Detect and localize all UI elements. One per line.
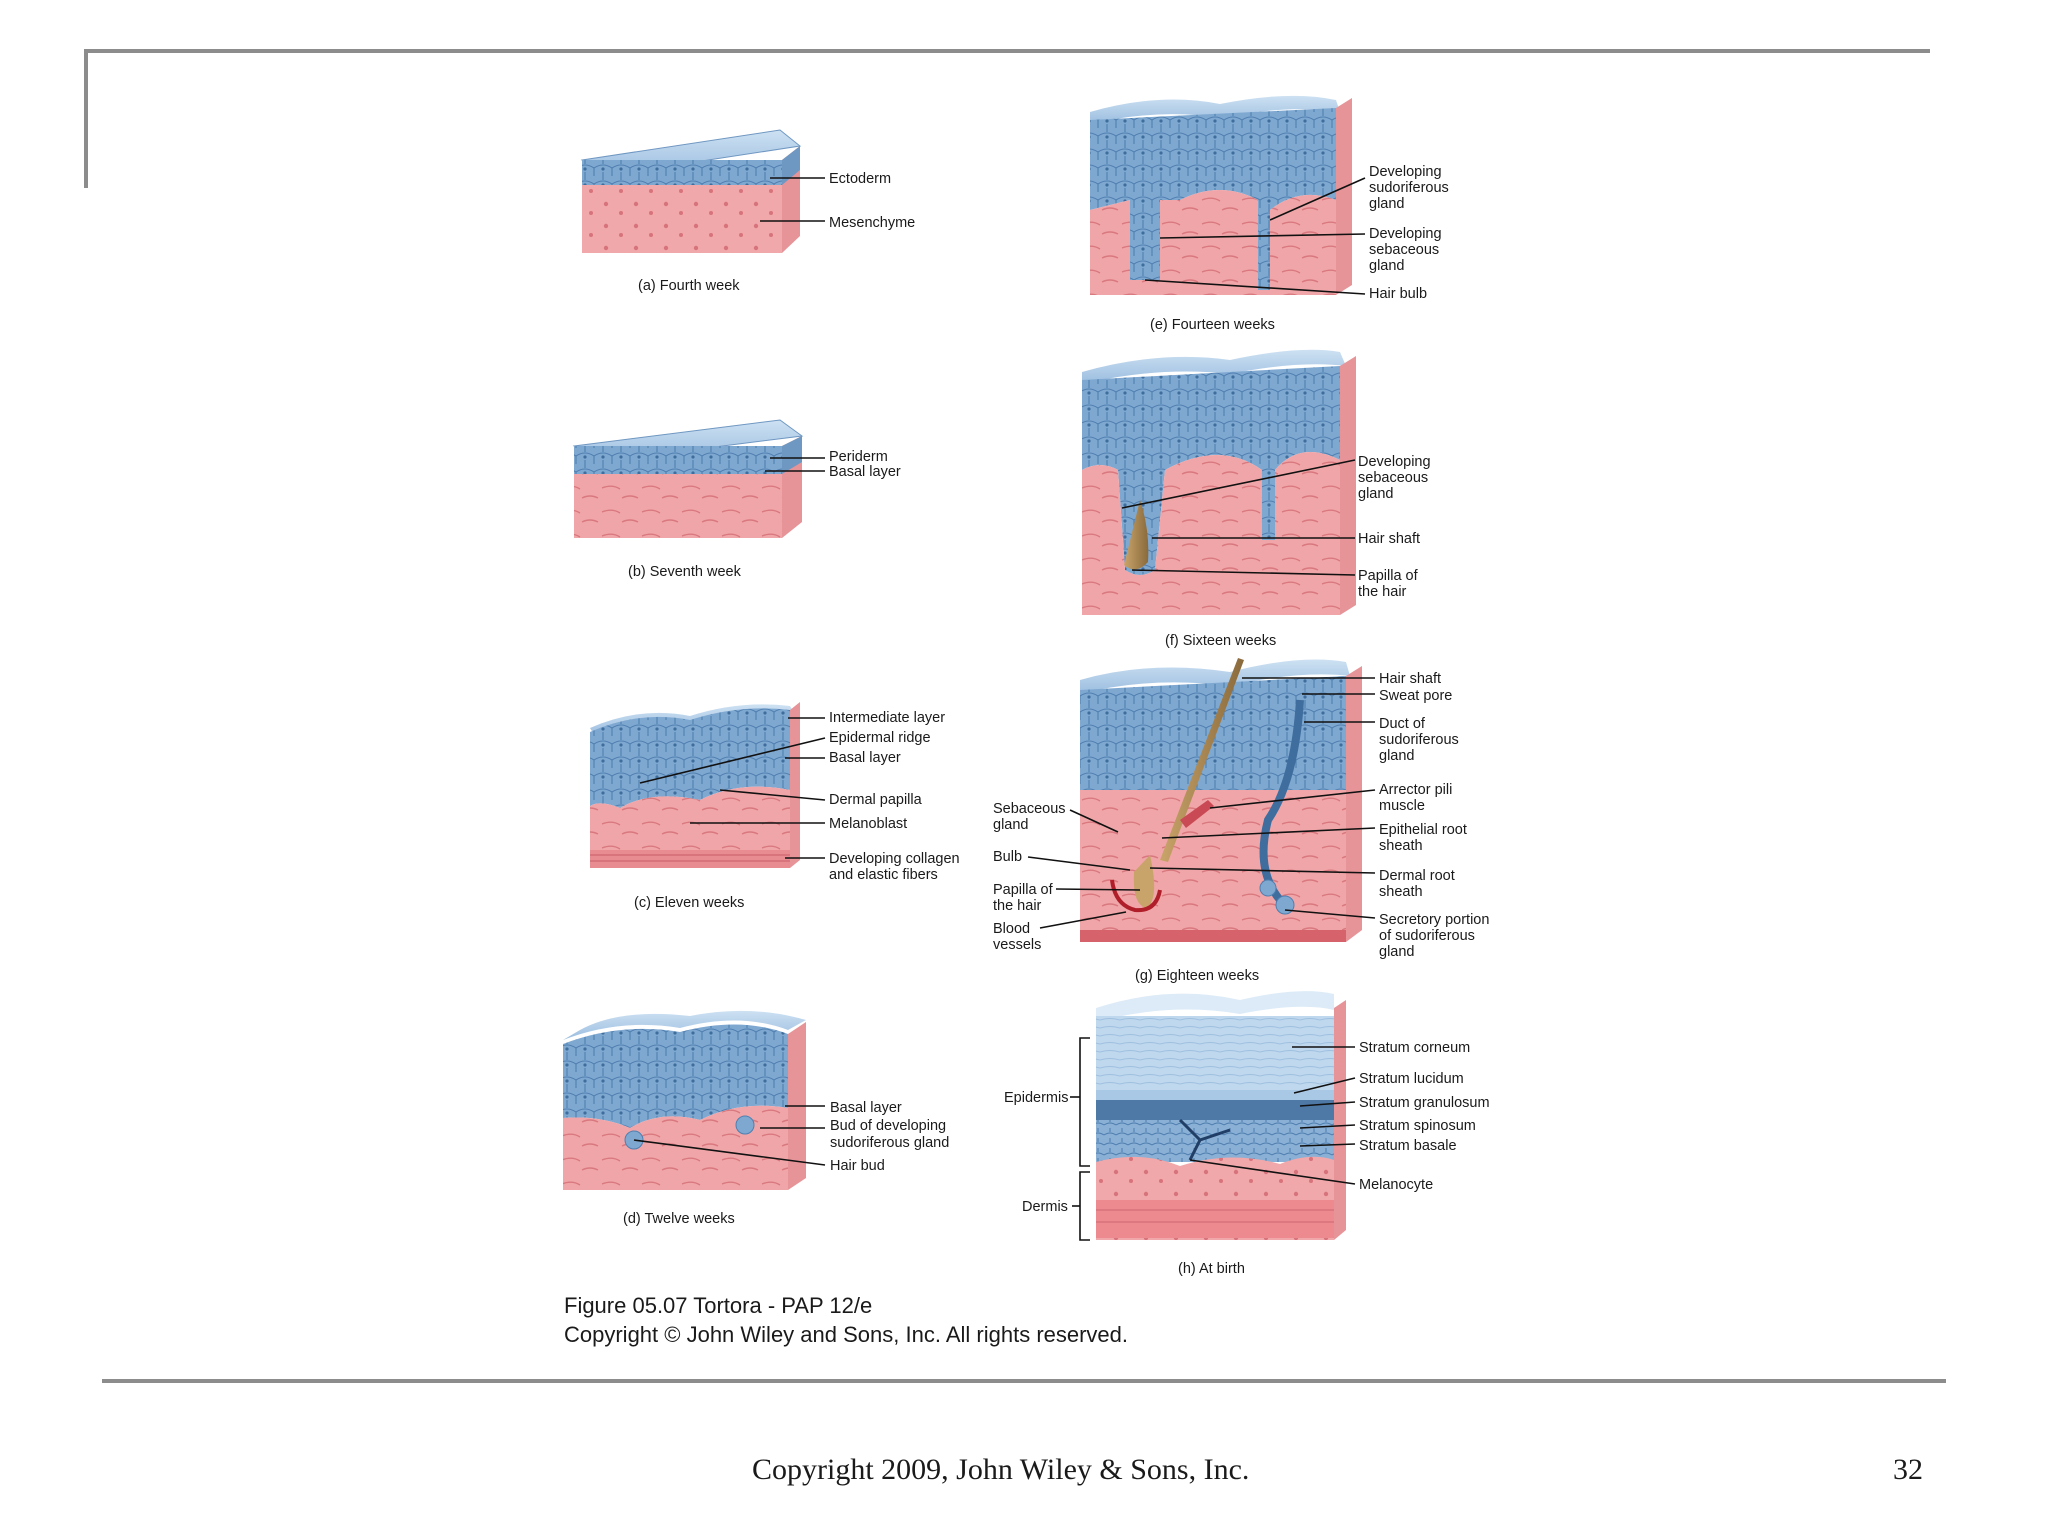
caption-a: (a) Fourth week (638, 278, 740, 294)
label-dev-sudoriferous-1: Developing (1369, 164, 1442, 180)
label-g-duct-3: gland (1379, 748, 1414, 764)
label-melanocyte: Melanocyte (1359, 1177, 1433, 1193)
panel-f: Developing sebaceous gland Hair shaft Pa… (1082, 349, 1431, 649)
panel-b: Periderm Basal layer (b) Seventh week (572, 419, 901, 580)
label-dev-sebaceous-2: sebaceous (1369, 242, 1439, 258)
label-g-epithelial-1: Epithelial root (1379, 822, 1467, 838)
page-number: 32 (1893, 1453, 1923, 1486)
label-periderm: Periderm (829, 449, 888, 465)
label-g-hair-shaft: Hair shaft (1379, 671, 1441, 687)
label-f-sebaceous-3: gland (1358, 486, 1393, 502)
label-g-secretory-2: of sudoriferous (1379, 928, 1475, 944)
label-g-epithelial-2: sheath (1379, 838, 1423, 854)
label-sudoriferous-gland-d: sudoriferous gland (830, 1135, 949, 1151)
label-g-sweat-pore: Sweat pore (1379, 688, 1452, 704)
label-stratum-basale: Stratum basale (1359, 1138, 1457, 1154)
panel-g: Hair shaft Sweat pore Duct of sudorifero… (993, 658, 1489, 984)
caption-h: (h) At birth (1178, 1261, 1245, 1277)
label-g-secretory-1: Secretory portion (1379, 912, 1489, 928)
label-g-duct-1: Duct of (1379, 716, 1426, 732)
caption-c: (c) Eleven weeks (634, 895, 744, 911)
label-basal-layer-b: Basal layer (829, 464, 901, 480)
label-g-blood-1: Blood (993, 921, 1030, 937)
label-g-papilla-1: Papilla of (993, 882, 1054, 898)
label-dev-sudoriferous-2: sudoriferous (1369, 180, 1449, 196)
caption-e: (e) Fourteen weeks (1150, 317, 1275, 333)
label-f-hair-shaft: Hair shaft (1358, 531, 1420, 547)
label-g-duct-2: sudoriferous (1379, 732, 1459, 748)
caption-f: (f) Sixteen weeks (1165, 633, 1276, 649)
label-basal-layer-d: Basal layer (830, 1100, 902, 1116)
label-mesenchyme: Mesenchyme (829, 215, 915, 231)
label-epidermis: Epidermis (1004, 1090, 1068, 1106)
label-g-papilla-2: the hair (993, 898, 1042, 914)
panel-e: Developing sudoriferous gland Developing… (1090, 95, 1449, 333)
label-g-bulb: Bulb (993, 849, 1022, 865)
label-elastic-fibers: and elastic fibers (829, 867, 938, 883)
figure-credit-line-2: Copyright © John Wiley and Sons, Inc. Al… (564, 1322, 1129, 1347)
left-rule (84, 49, 88, 188)
label-dev-sebaceous-3: gland (1369, 258, 1404, 274)
caption-d: (d) Twelve weeks (623, 1211, 735, 1227)
label-g-secretory-3: gland (1379, 944, 1414, 960)
label-dev-sudoriferous-3: gland (1369, 196, 1404, 212)
label-f-sebaceous-2: sebaceous (1358, 470, 1428, 486)
label-g-blood-2: vessels (993, 937, 1041, 953)
bottom-rule (102, 1379, 1946, 1383)
label-g-arrector-1: Arrector pili (1379, 782, 1452, 798)
label-dermal-papilla: Dermal papilla (829, 792, 923, 808)
label-developing-collagen: Developing collagen (829, 851, 960, 867)
label-f-papilla-1: Papilla of (1358, 568, 1419, 584)
label-hair-bud: Hair bud (830, 1158, 885, 1174)
label-stratum-corneum: Stratum corneum (1359, 1040, 1470, 1056)
caption-g: (g) Eighteen weeks (1135, 968, 1259, 984)
label-g-dermal-root-1: Dermal root (1379, 868, 1455, 884)
label-f-papilla-2: the hair (1358, 584, 1407, 600)
top-rule (84, 49, 1930, 53)
panel-c: Intermediate layer Epidermal ridge Basal… (590, 702, 960, 911)
footer-copyright: Copyright 2009, John Wiley & Sons, Inc. (752, 1453, 1250, 1486)
label-bud-developing: Bud of developing (830, 1118, 946, 1134)
label-intermediate-layer: Intermediate layer (829, 710, 945, 726)
caption-b: (b) Seventh week (628, 564, 742, 580)
label-g-dermal-root-2: sheath (1379, 884, 1423, 900)
label-g-sebaceous-1: Sebaceous (993, 801, 1066, 817)
label-stratum-spinosum: Stratum spinosum (1359, 1118, 1476, 1134)
panel-a: Ectoderm Mesenchyme (a) Fourth week (580, 129, 915, 294)
label-hair-bulb: Hair bulb (1369, 286, 1427, 302)
label-dermis: Dermis (1022, 1199, 1068, 1215)
figure-credit-line-1: Figure 05.07 Tortora - PAP 12/e (564, 1293, 873, 1318)
label-g-sebaceous-2: gland (993, 817, 1028, 833)
label-melanoblast: Melanoblast (829, 816, 907, 832)
label-stratum-lucidum: Stratum lucidum (1359, 1071, 1464, 1087)
label-basal-layer-c: Basal layer (829, 750, 901, 766)
label-dev-sebaceous-1: Developing (1369, 226, 1442, 242)
panel-d: Basal layer Bud of developing sudorifero… (563, 1010, 949, 1227)
label-epidermal-ridge: Epidermal ridge (829, 730, 931, 746)
label-f-sebaceous-1: Developing (1358, 454, 1431, 470)
label-g-arrector-2: muscle (1379, 798, 1425, 814)
label-ectoderm: Ectoderm (829, 171, 891, 187)
panel-h: Stratum corneum Stratum lucidum Stratum … (1004, 991, 1490, 1277)
label-stratum-granulosum: Stratum granulosum (1359, 1095, 1490, 1111)
